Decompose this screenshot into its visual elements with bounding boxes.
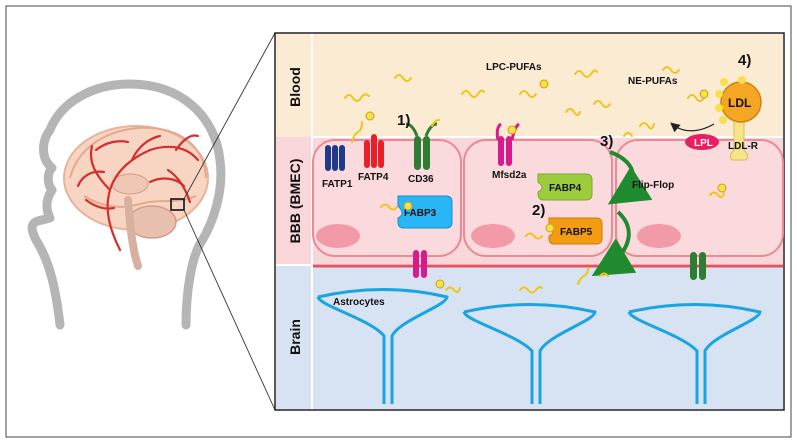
lpl-hydrolysis-arrow xyxy=(670,122,715,133)
nucleus-2 xyxy=(471,224,515,248)
label-fatp1: FATP1 xyxy=(322,179,353,190)
step-2: 2) xyxy=(532,202,545,219)
step-1: 1) xyxy=(397,112,410,129)
head-outline xyxy=(27,79,226,330)
label-ldl: LDL xyxy=(728,96,751,110)
brainstem xyxy=(124,196,142,270)
lipid-heads xyxy=(365,79,727,289)
label-astrocytes: Astrocytes xyxy=(333,297,385,308)
label-ldl-r: LDL-R xyxy=(728,141,759,152)
label-fabp3: FABP3 xyxy=(404,208,437,219)
region-label-bbb: BBB (BMEC) xyxy=(287,159,303,244)
zoom-box xyxy=(170,198,185,211)
step-3: 3) xyxy=(600,133,613,150)
zoom-panel: Blood BBB (BMEC) Brain Astrocytes xyxy=(274,32,785,411)
label-lpl: LPL xyxy=(694,138,713,149)
fatty-acids xyxy=(344,66,725,294)
basolateral-mfsd2a xyxy=(413,250,427,278)
label-ne-pufas: NE-PUFAs xyxy=(628,76,678,87)
flip-flop-arrow-lower xyxy=(591,210,637,277)
zoom-line-top xyxy=(183,32,276,200)
nucleus-3 xyxy=(637,224,681,248)
label-flip-flop: Flip-Flop xyxy=(632,180,674,191)
astrocytes xyxy=(316,288,762,404)
label-fabp4: FABP4 xyxy=(549,183,582,194)
label-fatp4: FATP4 xyxy=(358,172,389,183)
bbb-label-strip xyxy=(276,137,312,265)
step-4: 4) xyxy=(738,52,751,69)
fabp5-protein xyxy=(548,217,603,245)
region-label-brain: Brain xyxy=(287,319,303,355)
fatp1-transporter xyxy=(325,145,345,171)
region-label-blood: Blood xyxy=(287,67,303,107)
ldl-particle xyxy=(715,76,762,124)
label-lpc-pufas: LPC-PUFAs xyxy=(486,62,542,73)
head-illustration xyxy=(27,32,276,411)
brain-illustration xyxy=(63,125,209,270)
label-mfsd2a: Mfsd2a xyxy=(492,170,527,181)
basolateral-cd36 xyxy=(690,252,706,280)
fatp4-transporter xyxy=(364,134,384,168)
zoom-line-bottom xyxy=(183,209,276,411)
cerebral-vessels xyxy=(76,134,200,252)
nucleus-1 xyxy=(316,224,360,248)
brain-label-strip xyxy=(276,265,312,409)
blood-label-strip xyxy=(276,34,312,137)
cd36-transporter xyxy=(405,122,438,170)
label-fabp5: FABP5 xyxy=(560,227,593,238)
label-cd36: CD36 xyxy=(408,174,434,185)
flip-flop-arrow-upper xyxy=(607,150,653,205)
lpl-enzyme xyxy=(685,134,719,150)
fabp4-protein xyxy=(537,173,593,201)
